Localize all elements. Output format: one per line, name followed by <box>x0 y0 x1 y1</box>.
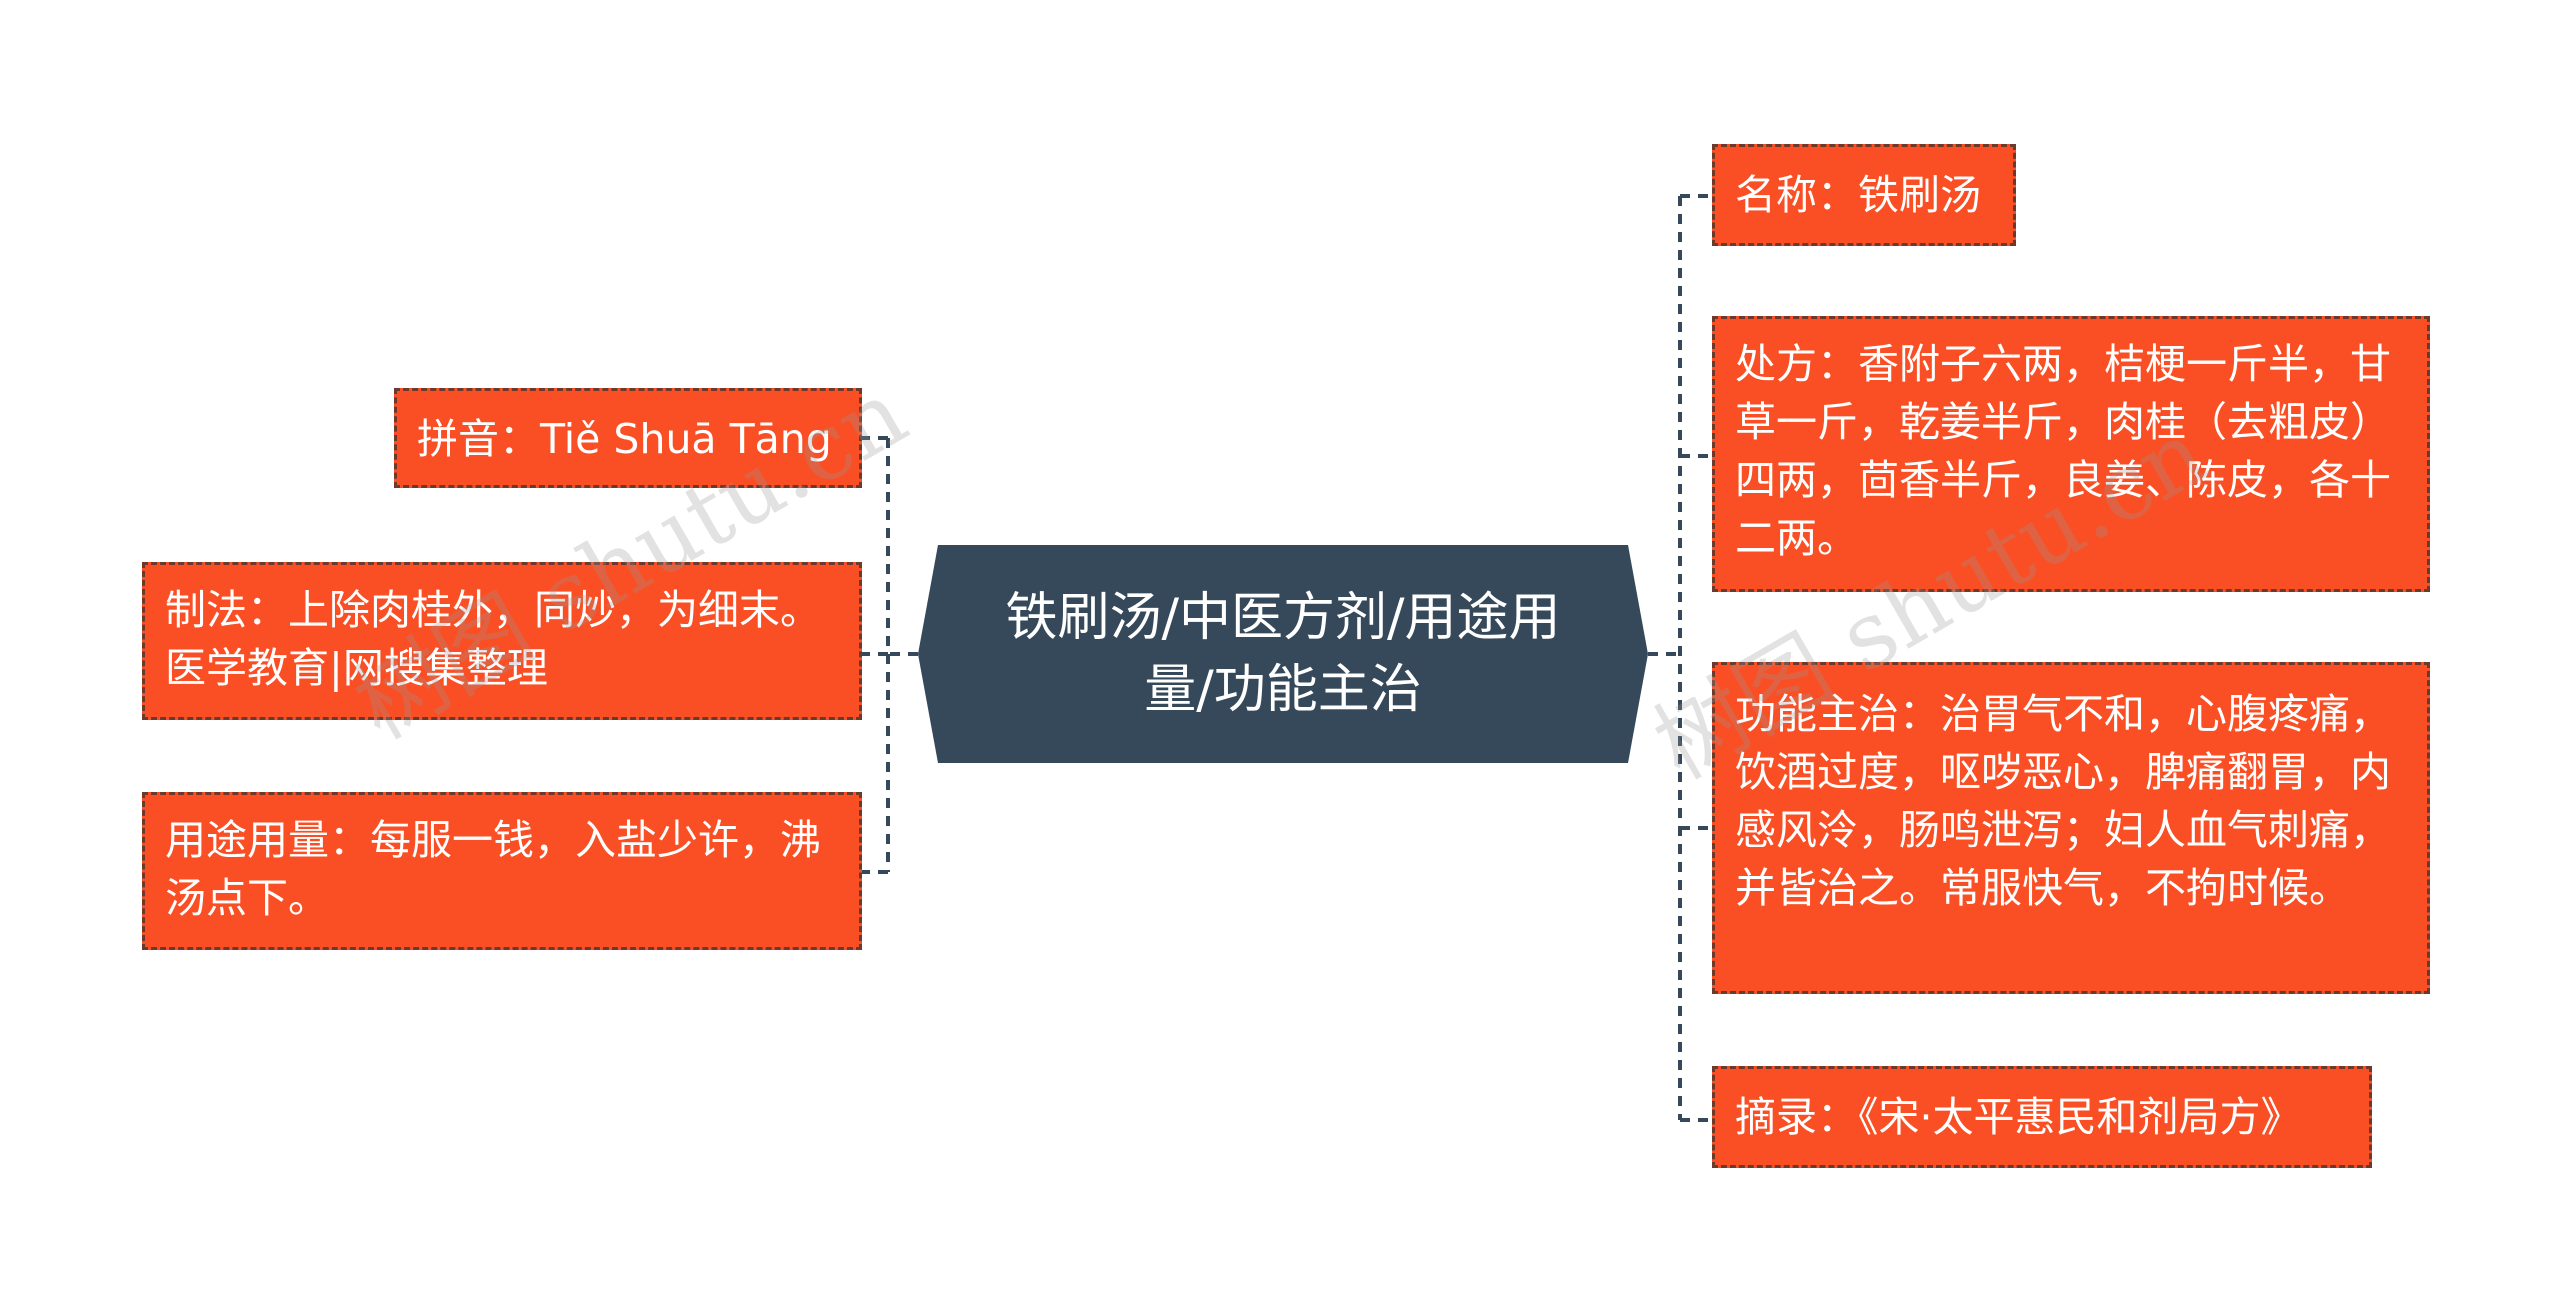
node-indications-label: 功能主治：治胃气不和，心腹疼痛，饮酒过度，呕哕恶心，脾痛翻胃，内感风泠，肠鸣泄泻… <box>1735 690 2391 912</box>
node-pinyin-label: 拼音：Tiě Shuā Tāng <box>417 415 832 463</box>
node-pinyin[interactable]: 拼音：Tiě Shuā Tāng <box>394 388 862 488</box>
node-source-label: 摘录：《宋·太平惠民和剂局方》 <box>1735 1093 2302 1141</box>
node-usage-label: 用途用量：每服一钱，入盐少许，沸汤点下。 <box>165 816 821 922</box>
node-method[interactable]: 制法：上除肉桂外，同炒，为细末。医学教育|网搜集整理 <box>142 562 862 720</box>
central-topic-line-1: 铁刷汤/中医方剂/用途用 <box>1005 588 1561 648</box>
central-topic-label: 铁刷汤/中医方剂/用途用 量/功能主治 <box>978 545 1588 763</box>
node-prescription[interactable]: 处方：香附子六两，桔梗一斤半，甘草一斤，乾姜半斤，肉桂（去粗皮）四两，茴香半斤，… <box>1712 316 2430 592</box>
node-method-label: 制法：上除肉桂外，同炒，为细末。医学教育|网搜集整理 <box>165 586 821 692</box>
node-name-label: 名称：铁刷汤 <box>1735 171 1981 219</box>
node-source[interactable]: 摘录：《宋·太平惠民和剂局方》 <box>1712 1066 2372 1168</box>
node-usage[interactable]: 用途用量：每服一钱，入盐少许，沸汤点下。 <box>142 792 862 950</box>
node-indications[interactable]: 功能主治：治胃气不和，心腹疼痛，饮酒过度，呕哕恶心，脾痛翻胃，内感风泠，肠鸣泄泻… <box>1712 662 2430 994</box>
node-prescription-label: 处方：香附子六两，桔梗一斤半，甘草一斤，乾姜半斤，肉桂（去粗皮）四两，茴香半斤，… <box>1735 340 2391 562</box>
central-topic-line-2: 量/功能主治 <box>1144 660 1422 720</box>
central-topic[interactable]: 铁刷汤/中医方剂/用途用 量/功能主治 <box>918 545 1648 763</box>
central-topic-shape <box>918 545 1648 763</box>
node-name[interactable]: 名称：铁刷汤 <box>1712 144 2016 246</box>
